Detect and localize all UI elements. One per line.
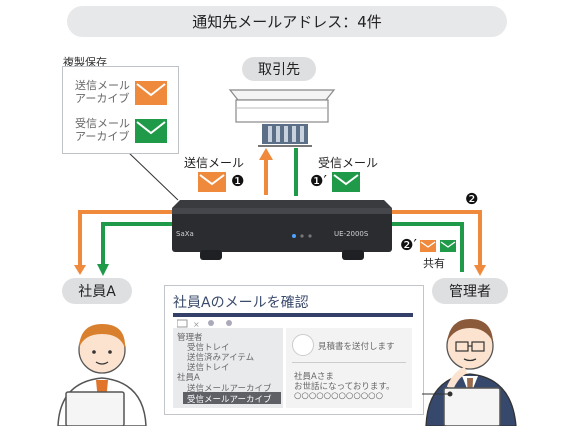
tree-selection-highlight	[183, 392, 281, 404]
preview-greeting: 社員Aさま	[294, 372, 334, 382]
share-orange-mail-icon	[420, 240, 436, 252]
sent-archive-line1: 送信メール	[75, 79, 130, 92]
share-green-mail-icon	[440, 240, 456, 252]
archive-connector	[127, 151, 179, 201]
tree-item-inbox[interactable]: 受信トレイ	[187, 343, 230, 353]
partner-label: 取引先	[242, 57, 316, 81]
archive-box: 送信メール アーカイブ 受信メール アーカイブ	[62, 66, 179, 154]
sent-archive-label: 送信メール アーカイブ	[75, 79, 190, 105]
employee-label: 社員A	[62, 278, 132, 304]
orange-mail-icon	[135, 81, 167, 105]
user-add-tool-icon	[226, 320, 232, 326]
viewer-connector	[422, 391, 453, 397]
received-mail-label: 受信メール	[318, 156, 379, 170]
tree-item-outbox[interactable]: 送信トレイ	[187, 363, 230, 373]
admin-label: 管理者	[432, 278, 508, 304]
received-archive-line2: アーカイブ	[75, 130, 130, 143]
mail-viewer-window: 社員Aのメールを確認 × 管理者 受信トレイ 送信済みアイテム 送信トレイ 社員…	[164, 285, 424, 415]
viewer-header-bar	[173, 313, 413, 317]
preview-divider	[292, 362, 406, 363]
tree-item-sent[interactable]: 送信済みアイテム	[187, 353, 255, 363]
received-mail-icon	[332, 172, 360, 192]
badge-2: ❷	[465, 190, 479, 208]
preview-placeholder: ○○○○○○○○○○○○	[294, 391, 384, 401]
user-tool-icon	[208, 320, 214, 326]
device-brand: SaXa	[176, 230, 194, 238]
folder-tree: 管理者 受信トレイ 送信済みアイテム 送信トレイ 社員A 送信メールアーカイブ …	[173, 328, 283, 408]
viewer-toolbar: ×	[177, 319, 232, 328]
tree-root-admin[interactable]: 管理者	[177, 333, 203, 343]
employee-orange-line	[78, 210, 178, 270]
badge-1: ❶	[231, 172, 245, 190]
employee-avatar	[57, 324, 147, 426]
share-label: 共有	[423, 257, 445, 270]
badge-1-prime: ❶′	[310, 172, 327, 190]
sent-mail-label: 送信メール	[184, 156, 245, 170]
badge-2-prime: ❷′	[400, 236, 417, 254]
sender-avatar	[292, 334, 314, 356]
employee-green-line	[101, 222, 178, 268]
sent-archive-line2: アーカイブ	[75, 92, 130, 105]
tree-item-received-archive[interactable]: 受信メールアーカイブ	[187, 395, 272, 405]
employee-green-arrowhead	[97, 264, 109, 276]
sent-up-arrowhead	[259, 148, 273, 160]
tree-root-employee[interactable]: 社員A	[177, 373, 200, 383]
sent-mail-icon	[198, 172, 226, 192]
mail-preview: 見積書を送付します 社員Aさま お世話になっております。 ○○○○○○○○○○○…	[286, 328, 412, 408]
device-model: UE-2000S	[334, 230, 369, 238]
archive-caption: 複製保存	[63, 56, 107, 69]
admin-green-line	[392, 222, 464, 272]
preview-subject: 見積書を送付します	[318, 342, 395, 352]
mail-archive-device	[172, 200, 392, 260]
admin-orange-line	[392, 210, 482, 270]
green-mail-icon	[135, 119, 167, 143]
received-archive-line1: 受信メール	[75, 117, 130, 130]
admin-avatar	[425, 319, 517, 426]
employee-orange-arrowhead	[74, 265, 86, 275]
viewer-title: 社員Aのメールを確認	[173, 295, 309, 311]
close-tool-icon: ×	[193, 320, 200, 328]
building-icon	[228, 89, 336, 147]
preview-body: お世話になっております。	[294, 382, 395, 392]
tree-item-sent-archive[interactable]: 送信メールアーカイブ	[187, 384, 272, 394]
received-archive-label: 受信メール アーカイブ	[75, 117, 190, 143]
mail-tool-icon	[177, 319, 188, 328]
admin-orange-arrowhead	[474, 265, 486, 276]
page-title: 通知先メールアドレス：4件	[67, 6, 507, 37]
